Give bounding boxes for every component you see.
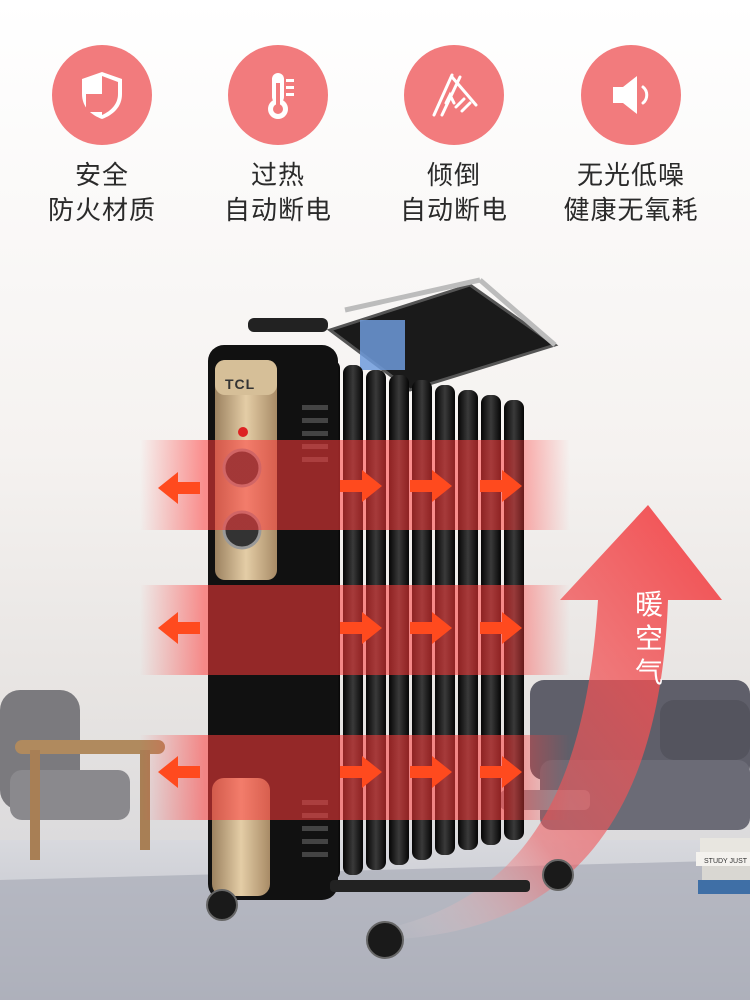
- feature-caption: 安全 防火材质: [47, 161, 156, 226]
- books: STUDY JUST: [696, 838, 750, 894]
- warm-air-label: 暖空气: [634, 588, 663, 689]
- feature-tilt-cutoff: 倾倒 自动断电: [369, 45, 539, 229]
- shield-icon: [52, 45, 152, 145]
- warm-air-arrow: [380, 505, 722, 940]
- thermometer-icon: [228, 45, 328, 145]
- feature-safe-fireproof: 安全 防火材质: [17, 45, 187, 229]
- feature-overheat-cutoff: 过热 自动断电: [193, 45, 363, 229]
- feature-strip: 安全 防火材质 过热 自动断电: [0, 0, 750, 260]
- wheels: [206, 859, 574, 959]
- book-title: STUDY JUST: [704, 858, 748, 865]
- feature-caption: 无光低噪 健康无氧耗: [563, 161, 699, 226]
- tilt-icon: [404, 45, 504, 145]
- product-scene: STUDY JUST: [0, 277, 750, 1000]
- feature-caption: 倾倒 自动断电: [399, 161, 508, 226]
- heat-arrows: [158, 470, 522, 788]
- drying-rack: [248, 277, 559, 392]
- feature-caption: 过热 自动断电: [223, 161, 332, 226]
- brand-logo: TCL: [225, 376, 256, 392]
- feature-silent-no-oxygen: 无光低噪 健康无氧耗: [546, 45, 716, 229]
- speaker-icon: [581, 45, 681, 145]
